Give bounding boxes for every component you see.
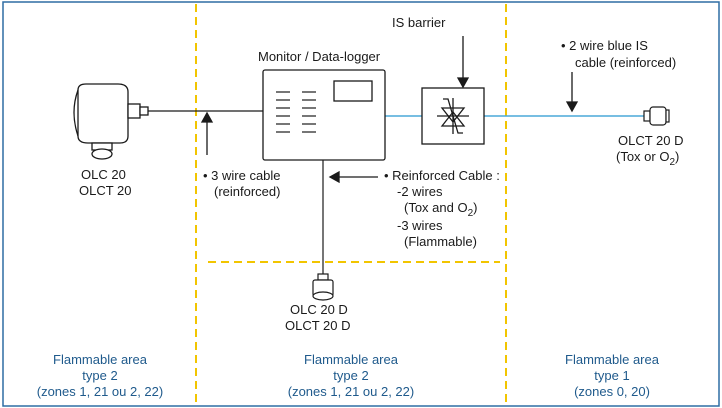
blue-cable-label-2: cable (reinforced) <box>575 55 676 70</box>
olct20d-right-label: OLCT 20 D <box>618 133 684 148</box>
is-barrier-label: IS barrier <box>392 15 446 30</box>
zone-3-zones: (zones 0, 20) <box>574 384 650 399</box>
zone-2-type: type 2 <box>333 368 368 383</box>
zone-3-title: Flammable area <box>565 352 660 367</box>
cable3-label-1: • 3 wire cable <box>203 168 281 183</box>
zone-1-zones: (zones 1, 21 ou 2, 22) <box>37 384 163 399</box>
olc20-detector-icon <box>73 83 149 160</box>
arrow-3wire-icon <box>200 111 214 123</box>
zone-2-caption: Flammable area type 2 (zones 1, 21 ou 2,… <box>288 352 414 399</box>
reinforced-label-1: • Reinforced Cable : <box>384 168 500 183</box>
zone-1-caption: Flammable area type 2 (zones 1, 21 ou 2,… <box>37 352 163 399</box>
olc20-left-label-1: OLC 20 <box>81 167 126 182</box>
cable3-label-2: (reinforced) <box>214 184 280 199</box>
arrows <box>200 36 579 184</box>
zone-2-zones: (zones 1, 21 ou 2, 22) <box>288 384 414 399</box>
zone-1-type: type 2 <box>82 368 117 383</box>
zone-3-type: type 1 <box>594 368 629 383</box>
reinforced-label-3: (Tox and O2) <box>404 200 478 219</box>
is-barrier-icon <box>421 87 485 145</box>
olct20d-detector-right-icon <box>643 106 670 126</box>
monitor-label: Monitor / Data-logger <box>258 49 381 64</box>
blue-cable-label-1: • 2 wire blue IS <box>561 38 648 53</box>
reinforced-label-5: (Flammable) <box>404 234 477 249</box>
olc20-left-label-2: OLCT 20 <box>79 183 132 198</box>
arrow-reinforced-icon <box>328 170 340 184</box>
olct20d-right-sublabel: (Tox or O2) <box>616 149 679 168</box>
arrow-is-barrier-icon <box>456 77 470 89</box>
bottom-detector-label-2: OLCT 20 D <box>285 318 351 333</box>
bottom-detector-label-1: OLC 20 D <box>290 302 348 317</box>
reinforced-label-2: -2 wires <box>397 184 443 199</box>
zone-3-caption: Flammable area type 1 (zones 0, 20) <box>565 352 660 399</box>
arrow-blue-cable-icon <box>565 101 579 113</box>
zone-1-title: Flammable area <box>53 352 148 367</box>
monitor-datalogger-icon <box>262 69 386 161</box>
zone-2-title: Flammable area <box>304 352 399 367</box>
olc20d-detector-bottom-icon <box>312 273 334 301</box>
reinforced-label-4: -3 wires <box>397 218 443 233</box>
